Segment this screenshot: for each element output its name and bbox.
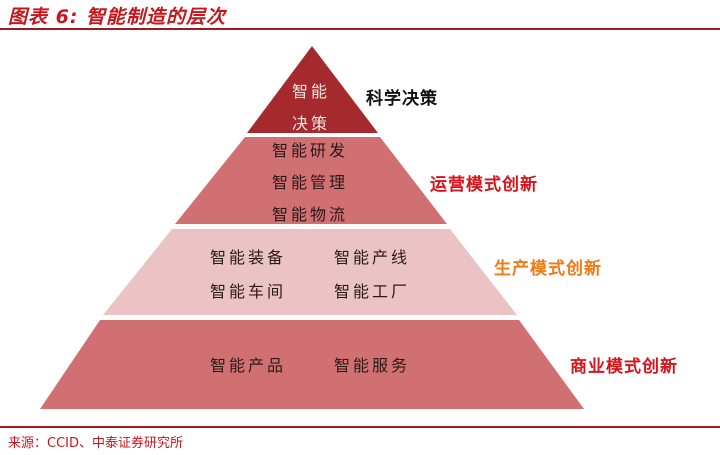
layer-3-item: 智能装备 <box>210 248 287 267</box>
layer-1-item: 决策 <box>292 114 331 133</box>
top-divider <box>0 28 720 30</box>
layer-2-item: 智能管理 <box>272 173 349 192</box>
bottom-divider <box>0 426 720 428</box>
layer-2-label: 运营模式创新 <box>430 175 538 195</box>
pyramid-layer-4 <box>40 320 584 409</box>
layer-3-label: 生产模式创新 <box>494 259 602 279</box>
layer-2-item: 智能物流 <box>272 205 349 224</box>
pyramid-layer-1 <box>247 46 378 133</box>
source-note: 来源：CCID、中泰证券研究所 <box>8 436 183 451</box>
layer-3-item: 智能车间 <box>210 282 287 301</box>
layer-3-item: 智能工厂 <box>334 282 411 301</box>
layer-4-item: 智能产品 <box>210 356 287 375</box>
pyramid-layer-2 <box>175 137 447 224</box>
layer-3-item: 智能产线 <box>334 248 411 267</box>
layer-1-label: 科学决策 <box>366 89 438 109</box>
layer-4-label: 商业模式创新 <box>570 357 678 377</box>
pyramid-layer-3 <box>103 229 517 315</box>
layer-2-item: 智能研发 <box>272 141 349 160</box>
figure-title: 图表 6: 智能制造的层次 <box>8 6 227 28</box>
layer-1-item: 智能 <box>292 82 331 101</box>
layer-4-item: 智能服务 <box>334 356 411 375</box>
